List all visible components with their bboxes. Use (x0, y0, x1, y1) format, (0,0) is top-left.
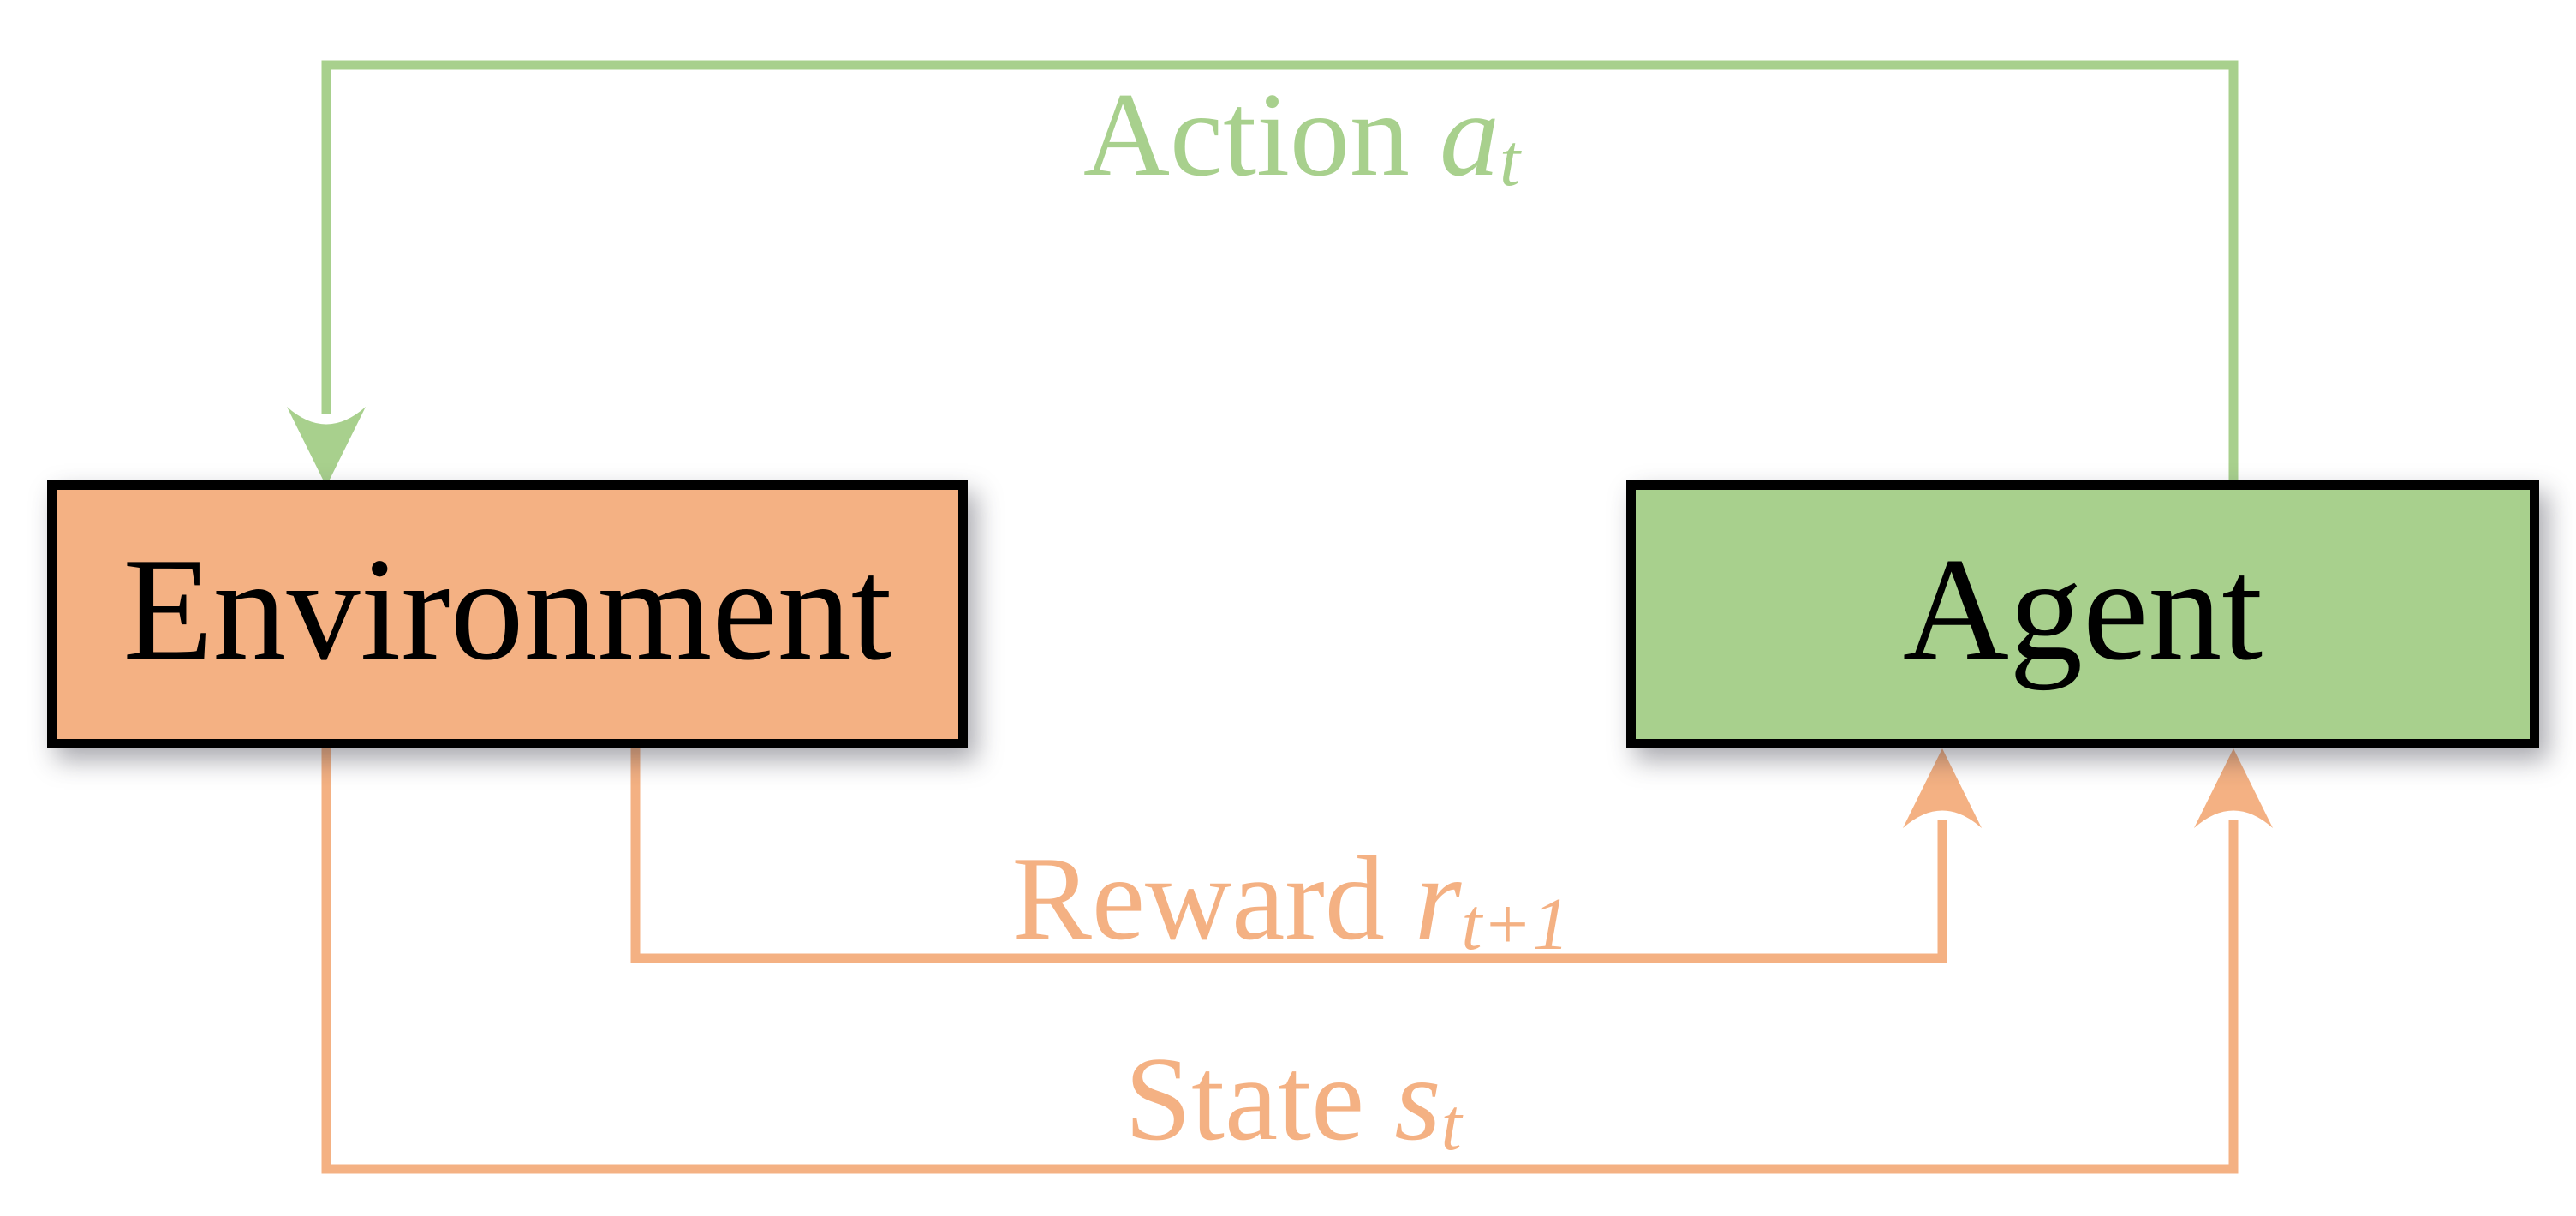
environment-node: Environment (47, 480, 968, 748)
reward-subscript: t+1 (1461, 883, 1570, 966)
state-subscript: t (1440, 1083, 1462, 1166)
action-subscript: t (1499, 119, 1521, 202)
reward-word: Reward (1011, 832, 1415, 965)
agent-node: Agent (1626, 480, 2539, 748)
state-edge-label: State st (1124, 1040, 1462, 1162)
state-word: State (1124, 1033, 1395, 1165)
reward-arrowhead (1903, 748, 1982, 828)
action-word: Action (1082, 69, 1440, 201)
state-variable: s (1394, 1033, 1441, 1165)
reward-variable: r (1414, 832, 1462, 965)
action-variable: a (1439, 69, 1500, 201)
reward-edge-label: Reward rt+1 (1012, 839, 1570, 962)
state-arrowhead (2194, 748, 2273, 828)
action-arrowhead (287, 407, 366, 486)
environment-label: Environment (122, 528, 892, 691)
action-edge-label: Action at (1083, 75, 1520, 198)
agent-label: Agent (1902, 528, 2263, 691)
